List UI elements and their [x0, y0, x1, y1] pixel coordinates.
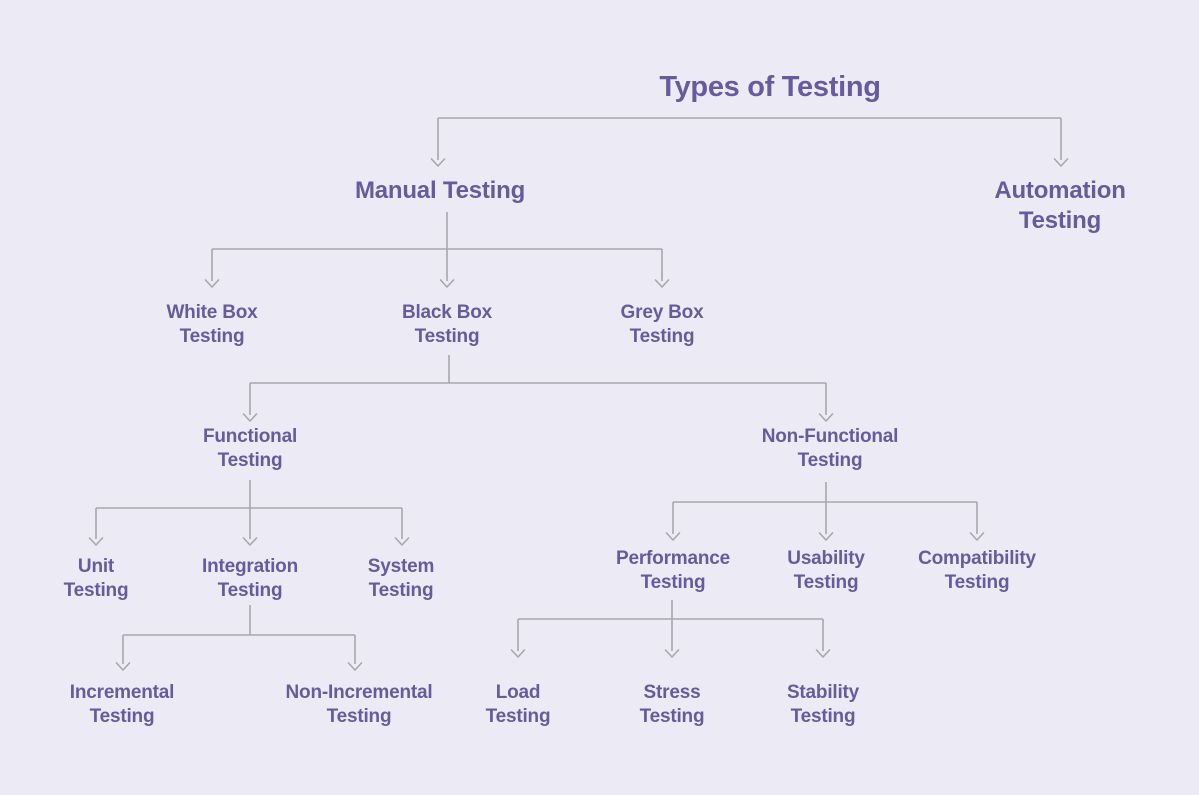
node-label-line: Stress [643, 682, 701, 703]
node-label-line: Grey Box [620, 302, 704, 323]
node-label-line: Performance [616, 548, 730, 569]
node-label-line: Testing [63, 580, 129, 601]
node-label-line: Testing [179, 326, 245, 347]
node-label-line: Non-Incremental [285, 682, 433, 703]
node-label-line: Usability [787, 548, 865, 569]
node-label-line: Testing [326, 706, 392, 727]
node-label-line: Testing [217, 580, 283, 601]
node-label-line: Automation [994, 177, 1126, 204]
node-manual-testing: Manual Testing [355, 176, 525, 206]
node-label-line: Incremental [69, 682, 175, 703]
node-label-line: Integration [202, 556, 298, 577]
page-title: Types of Testing [659, 71, 881, 103]
node-label-line: Functional [202, 426, 298, 447]
node-label-line: Testing [1018, 207, 1102, 234]
node-label-line: Testing [485, 706, 551, 727]
node-label-line: Testing [368, 580, 434, 601]
node-label-line: System [367, 556, 435, 577]
node-label-line: Non-Functional [761, 426, 899, 447]
node-label-line: Testing [640, 572, 706, 593]
node-label-line: Stability [786, 682, 860, 703]
node-label-line: Testing [797, 450, 863, 471]
node-label-line: White Box [166, 302, 258, 323]
connector-lines [88, 117, 1069, 671]
node-label-line: Testing [944, 572, 1010, 593]
node-label-line: Compatibility [918, 548, 1036, 569]
node-label-line: Manual Testing [354, 177, 526, 204]
node-label-line: Testing [793, 572, 859, 593]
node-label-line: Unit [77, 556, 115, 577]
node-label-line: Black Box [401, 302, 493, 323]
node-label-line: Testing [217, 450, 283, 471]
node-label-line: Testing [89, 706, 155, 727]
node-label-line: Testing [639, 706, 705, 727]
node-label-line: Testing [790, 706, 856, 727]
node-label-line: Testing [414, 326, 480, 347]
node-label-line: Load [495, 682, 541, 703]
node-label-line: Testing [629, 326, 695, 347]
